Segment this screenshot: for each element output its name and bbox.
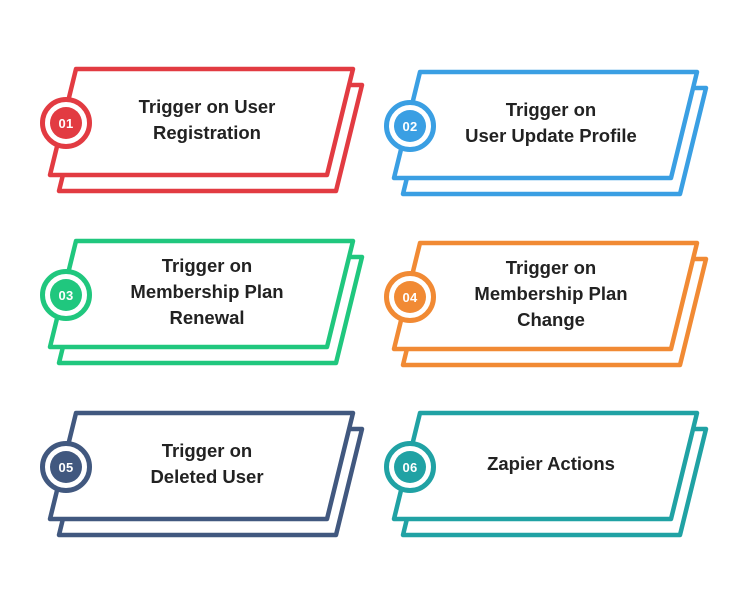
card-label-line: User Update Profile — [465, 125, 637, 146]
card-label: Trigger on User Registration — [102, 66, 312, 174]
card-label: Trigger on Membership Plan Renewal — [102, 238, 312, 346]
card-label-line: Trigger on User — [138, 96, 276, 117]
card-06: 06 Zapier Actions — [384, 410, 714, 540]
card-number: 05 — [50, 451, 82, 483]
card-label-line: Renewal — [169, 307, 245, 328]
card-label-line: Trigger on — [505, 99, 597, 120]
card-04: 04 Trigger on Membership Plan Change — [384, 240, 714, 370]
card-label-line: Trigger on — [505, 257, 597, 278]
card-label-line: Change — [517, 309, 585, 330]
card-number: 01 — [50, 107, 82, 139]
card-label-line: Membership Plan — [474, 283, 628, 304]
card-number-badge: 02 — [384, 100, 436, 152]
card-frame — [391, 69, 709, 197]
card-label-line: Deleted User — [150, 466, 264, 487]
card-number-badge: 04 — [384, 271, 436, 323]
card-01: 01 Trigger on User Registration — [40, 66, 370, 196]
card-label-line: Membership Plan — [130, 281, 284, 302]
card-label-line: Trigger on — [161, 255, 253, 276]
card-label: Zapier Actions — [446, 410, 656, 518]
card-number-badge: 03 — [40, 269, 92, 321]
card-03: 03 Trigger on Membership Plan Renewal — [40, 238, 370, 368]
card-label-line: Zapier Actions — [487, 453, 615, 474]
card-number: 06 — [394, 451, 426, 483]
card-label: Trigger on Membership Plan Change — [446, 240, 656, 348]
card-frame — [391, 240, 709, 368]
card-number-badge: 01 — [40, 97, 92, 149]
card-number-badge: 06 — [384, 441, 436, 493]
card-number: 03 — [50, 279, 82, 311]
card-02: 02 Trigger on User Update Profile — [384, 69, 714, 199]
card-number: 02 — [394, 110, 426, 142]
card-label: Trigger on Deleted User — [102, 410, 312, 518]
card-label-line: Trigger on — [161, 440, 253, 461]
card-label: Trigger on User Update Profile — [446, 69, 656, 177]
card-number: 04 — [394, 281, 426, 313]
card-number-badge: 05 — [40, 441, 92, 493]
card-label-line: Registration — [153, 122, 261, 143]
card-05: 05 Trigger on Deleted User — [40, 410, 370, 540]
